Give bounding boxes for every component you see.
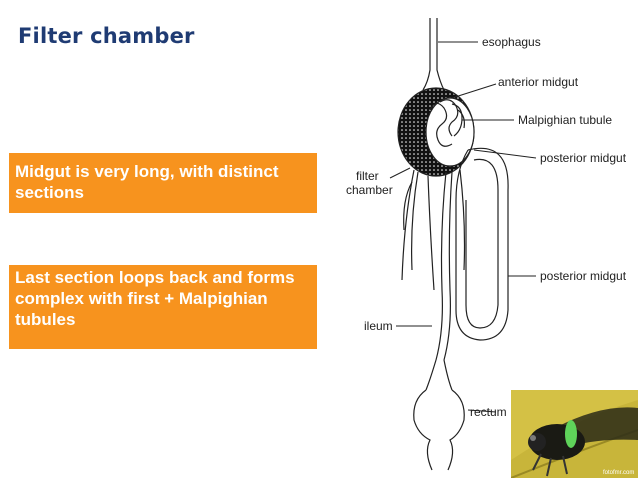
rectum bbox=[413, 389, 465, 471]
label-chamber: chamber bbox=[346, 183, 393, 197]
callout-midgut: Midgut is very long, with distinct secti… bbox=[9, 153, 317, 213]
esophagus-tube bbox=[422, 18, 445, 91]
label-malpighian-tubule: Malpighian tubule bbox=[518, 113, 612, 127]
label-posterior-midgut-1: posterior midgut bbox=[540, 151, 627, 165]
slide-title: Filter chamber bbox=[18, 24, 195, 48]
label-filter: filter bbox=[356, 169, 379, 183]
posterior-midgut-loop bbox=[455, 147, 509, 341]
label-esophagus: esophagus bbox=[482, 35, 541, 49]
label-anterior-midgut: anterior midgut bbox=[498, 75, 579, 89]
label-ileum: ileum bbox=[364, 319, 393, 333]
insect-photo: fotofmr.com bbox=[511, 390, 638, 478]
malpighian-tubules bbox=[401, 169, 466, 291]
label-rectum: rectum bbox=[470, 405, 507, 419]
callout-loop: Last section loops back and forms comple… bbox=[9, 265, 317, 349]
label-posterior-midgut-2: posterior midgut bbox=[540, 269, 627, 283]
photo-credit: fotofmr.com bbox=[603, 470, 634, 476]
